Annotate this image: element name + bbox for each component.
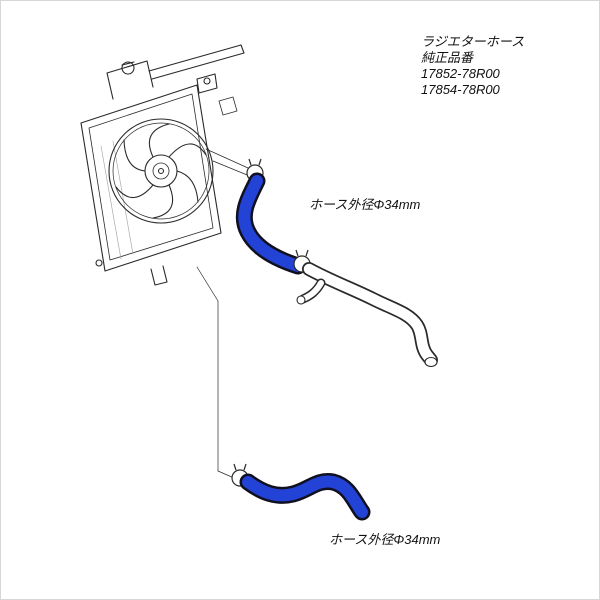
- leader-lines: [196, 148, 253, 479]
- fan-drawing: [108, 118, 214, 224]
- radiator-drawing: [80, 44, 253, 479]
- water-pipe: [296, 262, 438, 368]
- part-number-2: 17854-78R00: [421, 82, 500, 97]
- radiator-frame-inner: [88, 93, 214, 261]
- radiator-frame: [80, 84, 222, 272]
- product-annotation: ラジエターホース 純正品番 17852-78R00 17854-78R00: [421, 34, 591, 98]
- product-title: ラジエターホース: [421, 34, 525, 49]
- radiator-bottom-parts: [95, 259, 168, 286]
- hose-diameter-label-lower: ホース外径Φ34mm: [329, 532, 441, 547]
- part-number-heading: 純正品番: [421, 50, 474, 65]
- upper-hose: [235, 172, 307, 275]
- lower-hose: [239, 473, 371, 521]
- radiator-top-parts: [106, 44, 245, 116]
- hose-diameter-label-upper: ホース外径Φ34mm: [309, 197, 421, 212]
- radiator-core-fins: [100, 140, 134, 260]
- part-number-1: 17852-78R00: [421, 66, 500, 81]
